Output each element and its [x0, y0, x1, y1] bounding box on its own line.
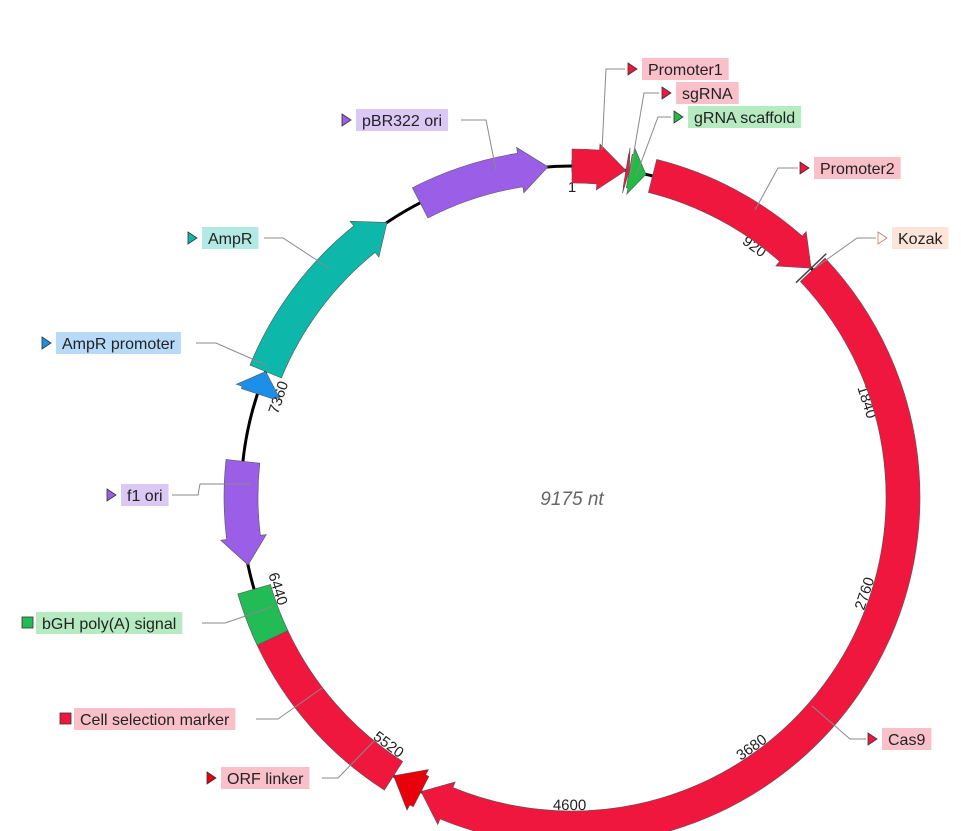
cas9-feature [420, 257, 921, 831]
grna-scaffold-triangle-icon [673, 110, 684, 124]
cas9-triangle-icon [867, 732, 878, 746]
ampr-leader-line [264, 237, 330, 269]
promoter2-feature [648, 159, 812, 269]
kozak-triangle-icon [877, 231, 888, 245]
orf-linker-feature [393, 769, 430, 811]
pbr322-ori-leader-line [461, 119, 497, 171]
ampr-label: AmpR [208, 231, 252, 248]
tick-label: 4600 [553, 797, 587, 814]
kozak-label-bg [892, 227, 949, 249]
bgh-polya-square-icon [21, 616, 34, 629]
cas9-label-bg [882, 728, 932, 750]
bgh-polya-label-group: bGH poly(A) signal [21, 612, 183, 634]
grna-scaffold-label-bg [688, 106, 802, 128]
ampr-promoter-label: AmpR promoter [62, 336, 176, 353]
orf-linker-triangle-icon [206, 771, 217, 785]
f1-ori-triangle-icon [106, 488, 117, 502]
sgrna-label: sgRNA [682, 86, 733, 103]
cell-selection-marker-square-icon [59, 712, 72, 725]
ampr-label-group: AmpR [187, 227, 259, 249]
bgh-polya-leader-line [202, 606, 273, 624]
ampr-label-bg [202, 227, 259, 249]
promoter1-label-group: Promoter1 [627, 58, 729, 80]
ampr-triangle-icon [187, 231, 198, 245]
ampr-promoter-label-group: AmpR promoter [41, 332, 181, 354]
promoter1-label-bg [642, 58, 729, 80]
f1-ori-label-group: f1 ori [106, 484, 169, 506]
cell-selection-marker-label-bg [74, 708, 236, 730]
promoter1-feature [571, 143, 627, 191]
f1-ori-leader-line [172, 483, 250, 496]
orf-linker-label: ORF linker [227, 771, 304, 788]
promoter2-label: Promoter2 [820, 161, 895, 178]
sgrna-label-bg [676, 82, 739, 104]
pbr322-ori-feature [411, 146, 549, 219]
bgh-polya-label-bg [36, 612, 183, 634]
f1-ori-feature [219, 459, 267, 566]
kozak-label-group: Kozak [877, 227, 949, 249]
cas9-label: Cas9 [888, 732, 925, 749]
grna-scaffold-label-group: gRNA scaffold [673, 106, 802, 128]
cell-selection-marker-feature [256, 630, 404, 791]
promoter2-label-group: Promoter2 [799, 157, 901, 179]
grna-scaffold-leader-line [635, 116, 671, 177]
ampr-promoter-triangle-icon [41, 336, 52, 350]
ampr-promoter-label-bg [56, 332, 181, 354]
promoter1-leader-line [601, 68, 625, 151]
plasmid-length-label: 9175 nt [540, 489, 604, 510]
cell-selection-marker-leader-line [256, 687, 323, 720]
bgh-polya-label: bGH poly(A) signal [42, 616, 176, 633]
promoter2-leader-line [754, 167, 798, 211]
pbr322-ori-triangle-icon [341, 113, 352, 127]
promoter2-label-bg [814, 157, 901, 179]
sgrna-triangle-icon [661, 86, 672, 100]
ampr-feature [249, 220, 388, 379]
kozak-label: Kozak [898, 231, 943, 248]
sgrna-leader-line [629, 92, 659, 176]
grna-scaffold-label: gRNA scaffold [694, 110, 795, 127]
promoter1-triangle-icon [627, 62, 638, 76]
orf-linker-label-group: ORF linker [206, 767, 310, 789]
bgh-polya-feature [237, 584, 289, 646]
f1-ori-label: f1 ori [127, 488, 163, 505]
cell-selection-marker-label-group: Cell selection marker [59, 708, 236, 730]
sgrna-feature [622, 147, 631, 194]
sgrna-label-group: sgRNA [661, 82, 739, 104]
pbr322-ori-label: pBR322 ori [362, 113, 442, 130]
cas9-leader-line [811, 705, 866, 740]
cell-selection-marker-label: Cell selection marker [80, 712, 230, 729]
kozak-leader-line [814, 237, 876, 269]
f1-ori-label-bg [121, 484, 169, 506]
pbr322-ori-label-group: pBR322 ori [341, 109, 449, 131]
tick-label: 1 [568, 179, 576, 196]
pbr322-ori-label-bg [356, 109, 449, 131]
promoter1-label: Promoter1 [648, 62, 723, 79]
ampr-promoter-feature [235, 371, 281, 400]
cas9-label-group: Cas9 [867, 728, 932, 750]
promoter2-triangle-icon [799, 161, 810, 175]
orf-linker-label-bg [221, 767, 310, 789]
kozak-marker [795, 253, 827, 284]
orf-linker-leader-line [322, 739, 376, 779]
ampr-promoter-leader-line [196, 342, 267, 366]
